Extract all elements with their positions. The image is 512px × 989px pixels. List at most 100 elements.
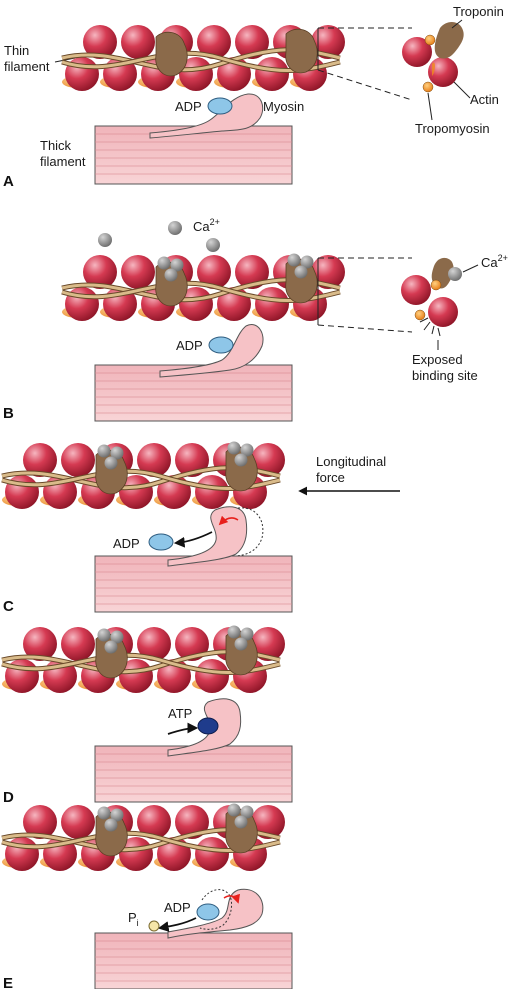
bound-calcium	[104, 640, 118, 654]
inset-tropomyosin-1	[430, 279, 442, 291]
exposed-site-label-line2: binding site	[412, 368, 478, 383]
free-calcium	[98, 233, 112, 247]
bound-calcium	[97, 806, 111, 820]
troponin-complex	[285, 28, 318, 74]
thin-filament	[61, 253, 345, 321]
inset-tropomyosin-2	[422, 81, 434, 93]
thin-filament-label-line2: filament	[4, 59, 50, 74]
inset-actin-2	[428, 297, 458, 327]
actin-monomer	[255, 57, 289, 91]
actin-monomer	[61, 627, 95, 661]
atp-binding-arrow	[167, 722, 199, 735]
troponin-leader	[451, 19, 463, 29]
bound-calcium	[300, 255, 314, 269]
inset-guide-bottom	[317, 69, 413, 101]
atp-molecule	[197, 717, 219, 735]
bound-calcium	[164, 268, 178, 282]
actin-monomer	[23, 627, 57, 661]
pi-label: Pi	[128, 910, 139, 928]
panel-letter-a: A	[3, 173, 14, 190]
bound-calcium	[110, 808, 124, 822]
exposed-site-rays	[419, 317, 441, 337]
actin-monomer	[61, 443, 95, 477]
actin-monomer	[195, 837, 229, 871]
panel-a: Thin filament Thick filament ADP Myosin …	[3, 4, 504, 190]
adp-label: ADP	[113, 536, 140, 551]
actin-monomer	[23, 443, 57, 477]
bound-calcium	[104, 818, 118, 832]
force-label-line1: Longitudinal	[316, 454, 386, 469]
recovery-stroke-arrow	[223, 893, 240, 904]
exposed-site-label-line1: Exposed	[412, 352, 463, 367]
actin-leader	[453, 81, 471, 99]
actin-monomer	[197, 25, 231, 59]
thin-filament	[61, 25, 345, 91]
bound-calcium	[110, 446, 124, 460]
thin-filament-leader	[54, 57, 76, 63]
inset-guide-bottom	[317, 324, 413, 333]
bound-calcium	[97, 628, 111, 642]
thin-filament	[1, 803, 285, 871]
bound-calcium	[294, 265, 308, 279]
myosin-prior-position	[235, 507, 264, 557]
bound-calcium	[287, 253, 301, 267]
thick-filament	[94, 125, 293, 185]
bound-calcium	[234, 637, 248, 651]
inset-actin-1	[402, 37, 432, 67]
adp-release-arrow	[173, 531, 213, 548]
actin-label: Actin	[470, 92, 499, 107]
actin-monomer	[137, 443, 171, 477]
bound-calcium	[97, 444, 111, 458]
troponin-complex	[155, 31, 188, 77]
panel-b: Ca2+ ADP Ca2+ Exposed binding site B	[3, 217, 508, 422]
free-calcium	[168, 221, 182, 235]
actin-monomer	[251, 805, 285, 839]
actin-monomer	[251, 627, 285, 661]
adp-molecule	[208, 336, 234, 354]
thin-filament-label-line1: Thin	[4, 43, 29, 58]
panel-letter-c: C	[3, 598, 14, 615]
adp-molecule	[196, 903, 220, 921]
adp-molecule	[207, 97, 233, 115]
thick-filament	[94, 745, 293, 803]
panel-e: ADP Pi E	[1, 803, 293, 989]
actin-monomer	[83, 255, 117, 289]
actin-monomer	[251, 443, 285, 477]
inset-binding-site	[432, 62, 435, 76]
power-stroke-arrow	[218, 515, 239, 526]
thick-filament-label-line1: Thick	[40, 138, 72, 153]
inset-tropomyosin-1	[424, 34, 436, 46]
actin-monomer	[195, 659, 229, 693]
actin-monomer	[121, 255, 155, 289]
myosin-head	[159, 324, 264, 378]
adp-label: ADP	[164, 900, 191, 915]
bound-calcium	[110, 630, 124, 644]
bound-calcium	[234, 815, 248, 829]
bound-calcium	[227, 803, 241, 817]
actin-monomer	[311, 25, 345, 59]
tropomyosin-leader	[427, 92, 433, 121]
bound-calcium	[227, 625, 241, 639]
bound-calcium	[170, 258, 184, 272]
panel-letter-e: E	[3, 975, 13, 989]
inset-tropomyosin-2	[414, 309, 426, 321]
inset-calcium	[448, 267, 462, 281]
adp-label: ADP	[175, 99, 202, 114]
panel-letter-b: B	[3, 405, 14, 422]
adp-label: ADP	[176, 338, 203, 353]
force-label-line2: force	[316, 470, 345, 485]
bound-calcium	[234, 453, 248, 467]
actin-monomer	[83, 25, 117, 59]
thin-filament	[1, 441, 285, 509]
calcium-label: Ca2+	[193, 217, 220, 234]
free-calcium	[206, 238, 220, 252]
pi-release-arrow	[157, 917, 197, 932]
bound-calcium	[240, 805, 254, 819]
panel-letter-d: D	[3, 789, 14, 806]
calcium-inset-label: Ca2+	[481, 253, 508, 270]
myosin-label: Myosin	[263, 99, 304, 114]
panel-c: Longitudinal force ADP C	[1, 441, 400, 615]
bound-calcium	[157, 256, 171, 270]
phosphate-molecule	[148, 920, 160, 932]
